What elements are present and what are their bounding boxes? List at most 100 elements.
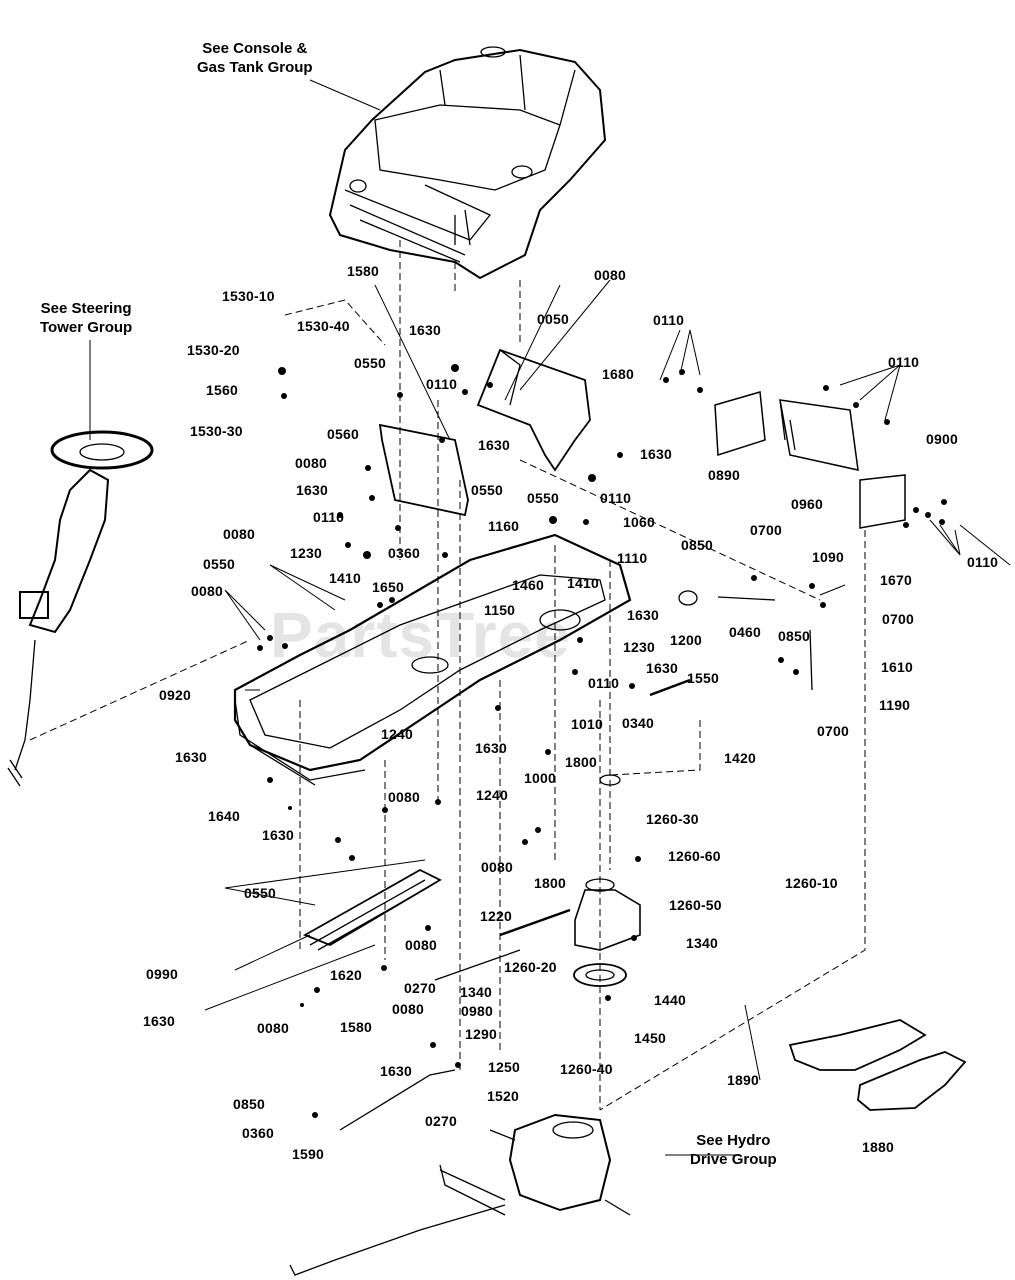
- part-label[interactable]: 0110: [888, 354, 920, 370]
- part-label[interactable]: 0340: [622, 715, 654, 731]
- part-label[interactable]: 0550: [354, 355, 386, 371]
- part-label[interactable]: 1670: [880, 572, 912, 588]
- part-label[interactable]: 1560: [206, 382, 238, 398]
- part-label[interactable]: 1240: [381, 726, 413, 742]
- part-label[interactable]: 1530-40: [297, 318, 350, 334]
- part-label[interactable]: 1630: [627, 607, 659, 623]
- part-label[interactable]: 0560: [327, 426, 359, 442]
- part-label[interactable]: 0110: [653, 312, 685, 328]
- part-label[interactable]: 0110: [426, 376, 458, 392]
- part-label[interactable]: 0080: [295, 455, 327, 471]
- part-label[interactable]: 1060: [623, 514, 655, 530]
- part-label[interactable]: 1630: [646, 660, 678, 676]
- part-label[interactable]: 1420: [724, 750, 756, 766]
- part-label[interactable]: 1610: [881, 659, 913, 675]
- part-label[interactable]: 1580: [340, 1019, 372, 1035]
- part-label[interactable]: 0920: [159, 687, 191, 703]
- part-label[interactable]: 1550: [687, 670, 719, 686]
- part-label[interactable]: 1650: [372, 579, 404, 595]
- part-label[interactable]: 1620: [330, 967, 362, 983]
- part-label[interactable]: 0850: [778, 628, 810, 644]
- part-label[interactable]: 1250: [488, 1059, 520, 1075]
- part-label[interactable]: 1110: [617, 550, 648, 566]
- part-label[interactable]: 0080: [191, 583, 223, 599]
- part-label[interactable]: 1010: [571, 716, 603, 732]
- part-label[interactable]: 0080: [388, 789, 420, 805]
- part-label[interactable]: 1220: [480, 908, 512, 924]
- steering-group-callout[interactable]: See Steering Tower Group: [40, 300, 132, 338]
- part-label[interactable]: 1890: [727, 1072, 759, 1088]
- part-label[interactable]: 1630: [475, 740, 507, 756]
- part-label[interactable]: 1150: [484, 602, 516, 618]
- part-label[interactable]: 0080: [392, 1001, 424, 1017]
- part-label[interactable]: 0080: [405, 937, 437, 953]
- part-label[interactable]: 0110: [967, 554, 999, 570]
- part-label[interactable]: 1260-20: [504, 959, 557, 975]
- part-label[interactable]: 0270: [425, 1113, 457, 1129]
- part-label[interactable]: 0550: [244, 885, 276, 901]
- part-label[interactable]: 1530-10: [222, 288, 275, 304]
- part-label[interactable]: 1590: [292, 1146, 324, 1162]
- part-label[interactable]: 1530-20: [187, 342, 240, 358]
- part-label[interactable]: 1640: [208, 808, 240, 824]
- part-label[interactable]: 1680: [602, 366, 634, 382]
- part-label[interactable]: 1630: [478, 437, 510, 453]
- part-label[interactable]: 1260-10: [785, 875, 838, 891]
- part-label[interactable]: 1200: [670, 632, 702, 648]
- part-label[interactable]: 0360: [242, 1125, 274, 1141]
- part-label[interactable]: 0080: [481, 859, 513, 875]
- part-label[interactable]: 1520: [487, 1088, 519, 1104]
- part-label[interactable]: 0110: [588, 675, 620, 691]
- part-label[interactable]: 1630: [143, 1013, 175, 1029]
- part-label[interactable]: 1630: [296, 482, 328, 498]
- part-label[interactable]: 1800: [534, 875, 566, 891]
- part-label[interactable]: 0700: [750, 522, 782, 538]
- part-label[interactable]: 1410: [567, 575, 599, 591]
- part-label[interactable]: 1630: [409, 322, 441, 338]
- part-label[interactable]: 1460: [512, 577, 544, 593]
- part-label[interactable]: 0080: [594, 267, 626, 283]
- part-label[interactable]: 1000: [524, 770, 556, 786]
- part-label[interactable]: 1290: [465, 1026, 497, 1042]
- part-label[interactable]: 0080: [223, 526, 255, 542]
- part-label[interactable]: 0890: [708, 467, 740, 483]
- part-label[interactable]: 0990: [146, 966, 178, 982]
- part-label[interactable]: 1230: [290, 545, 322, 561]
- part-label[interactable]: 1630: [380, 1063, 412, 1079]
- part-label[interactable]: 1800: [565, 754, 597, 770]
- part-label[interactable]: 1630: [262, 827, 294, 843]
- part-label[interactable]: 0850: [681, 537, 713, 553]
- part-label[interactable]: 1260-50: [669, 897, 722, 913]
- hydro-group-callout[interactable]: See Hydro Drive Group: [690, 1132, 777, 1170]
- part-label[interactable]: 1260-40: [560, 1061, 613, 1077]
- part-label[interactable]: 1440: [654, 992, 686, 1008]
- part-label[interactable]: 0850: [233, 1096, 265, 1112]
- part-label[interactable]: 0550: [203, 556, 235, 572]
- part-label[interactable]: 0080: [257, 1020, 289, 1036]
- part-label[interactable]: 0550: [527, 490, 559, 506]
- part-label[interactable]: 1260-60: [668, 848, 721, 864]
- part-label[interactable]: 1260-30: [646, 811, 699, 827]
- part-label[interactable]: 0050: [537, 311, 569, 327]
- part-label[interactable]: 1450: [634, 1030, 666, 1046]
- part-label[interactable]: 0110: [600, 490, 632, 506]
- part-label[interactable]: 1880: [862, 1139, 894, 1155]
- part-label[interactable]: 1530-30: [190, 423, 243, 439]
- part-label[interactable]: 0900: [926, 431, 958, 447]
- part-label[interactable]: 0980: [461, 1003, 493, 1019]
- part-label[interactable]: 1230: [623, 639, 655, 655]
- part-label[interactable]: 0460: [729, 624, 761, 640]
- part-label[interactable]: 0960: [791, 496, 823, 512]
- part-label[interactable]: 0360: [388, 545, 420, 561]
- part-label[interactable]: 1160: [488, 518, 520, 534]
- part-label[interactable]: 0700: [817, 723, 849, 739]
- part-label[interactable]: 1090: [812, 549, 844, 565]
- part-label[interactable]: 1580: [347, 263, 379, 279]
- part-label[interactable]: 1410: [329, 570, 361, 586]
- console-group-callout[interactable]: See Console & Gas Tank Group: [197, 40, 313, 78]
- part-label[interactable]: 0550: [471, 482, 503, 498]
- part-label[interactable]: 1630: [175, 749, 207, 765]
- part-label[interactable]: 1240: [476, 787, 508, 803]
- part-label[interactable]: 1340: [460, 984, 492, 1000]
- part-label[interactable]: 0270: [404, 980, 436, 996]
